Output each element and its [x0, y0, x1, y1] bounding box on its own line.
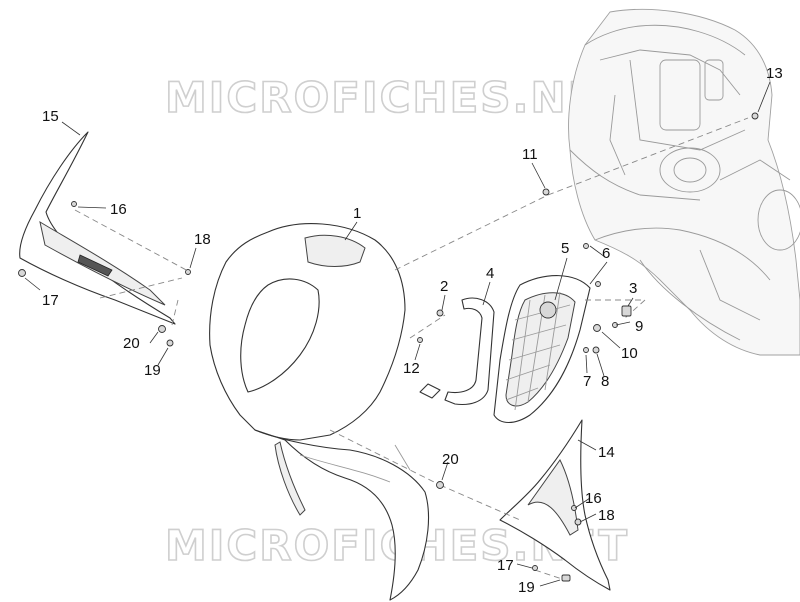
callout-8: 8 [601, 373, 609, 390]
callout-15: 15 [42, 108, 59, 125]
part-4-grille-frame [419, 297, 495, 406]
callout-2: 2 [440, 278, 448, 295]
callout-20: 20 [123, 335, 140, 352]
callout-3: 3 [629, 280, 637, 297]
callout-19: 19 [144, 362, 161, 379]
leader-lines [24, 81, 771, 587]
hardware-fasteners [158, 112, 759, 582]
callout-6: 6 [602, 245, 610, 262]
callout-16-lower: 16 [585, 490, 602, 507]
callout-14: 14 [598, 444, 615, 461]
callout-17-lower: 17 [497, 557, 514, 574]
callout-7: 7 [583, 373, 591, 390]
part-15-left-panel [18, 131, 176, 325]
callout-12: 12 [403, 360, 420, 377]
scooter-frame-ghost [568, 8, 800, 356]
callout-labels: 15 16 17 18 20 19 1 2 4 5 6 3 9 10 7 8 1… [42, 65, 783, 596]
part-5-grille [493, 275, 591, 424]
callout-18-lower: 18 [598, 507, 615, 524]
callout-11: 11 [522, 146, 538, 163]
callout-9: 9 [635, 318, 643, 335]
part-14-right-panel [499, 419, 611, 591]
watermark-top: MICROFICHES.NET [165, 73, 629, 122]
callout-13: 13 [766, 65, 783, 82]
callout-19-lower: 19 [518, 579, 535, 596]
callout-5: 5 [561, 240, 569, 257]
callout-1: 1 [353, 205, 361, 222]
callout-17: 17 [42, 292, 59, 309]
callout-10: 10 [621, 345, 638, 362]
part-1-front-shield [209, 223, 430, 601]
callout-18: 18 [194, 231, 211, 248]
assembly-lines [74, 117, 749, 581]
callout-4: 4 [486, 265, 494, 282]
callout-20-lower: 20 [442, 451, 459, 468]
callout-16: 16 [110, 201, 127, 218]
